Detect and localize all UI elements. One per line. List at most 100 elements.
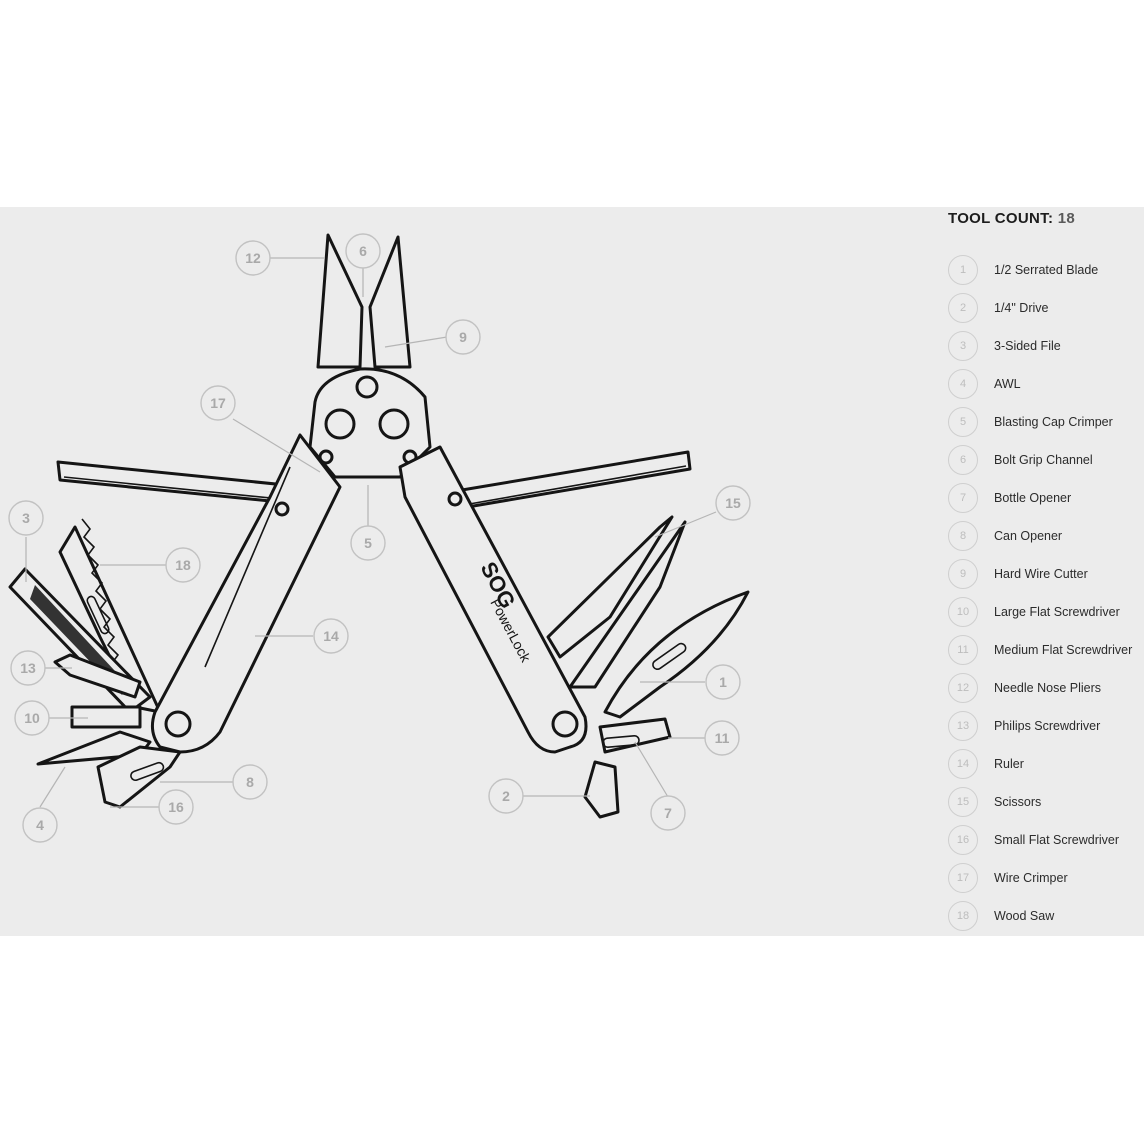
right-handle: SOG PowerLock	[398, 445, 588, 754]
legend-item: 10 Large Flat Screwdriver	[948, 596, 1120, 628]
legend-item: 9 Hard Wire Cutter	[948, 558, 1088, 590]
callout-4: 4	[22, 807, 58, 843]
pliers-head	[308, 233, 432, 479]
callout-15: 15	[715, 485, 751, 521]
legend-item-label: Philips Screwdriver	[994, 719, 1101, 733]
legend-item-number: 11	[948, 635, 978, 665]
legend-item-label: Bottle Opener	[994, 491, 1072, 505]
svg-text:15: 15	[725, 495, 741, 511]
svg-text:18: 18	[175, 557, 191, 573]
legend-item-number: 16	[948, 825, 978, 855]
legend-item-number: 4	[948, 369, 978, 399]
legend-item-number: 6	[948, 445, 978, 475]
svg-text:1: 1	[719, 674, 727, 690]
right-ruler-arm	[448, 450, 692, 511]
callout-5: 5	[350, 525, 386, 561]
callout-8: 8	[232, 764, 268, 800]
right-small-tools	[583, 717, 672, 819]
scissors	[546, 515, 687, 689]
svg-text:7: 7	[664, 805, 672, 821]
tool-legend: TOOL COUNT: 18 1 1/2 Serrated Blade 2 1/4" …	[948, 207, 1144, 936]
legend-item-label: Can Opener	[994, 529, 1063, 543]
legend-item-label: Ruler	[994, 757, 1024, 771]
callout-6: 6	[345, 233, 381, 269]
svg-text:5: 5	[364, 535, 372, 551]
svg-text:4: 4	[36, 817, 44, 833]
legend-item-label: Blasting Cap Crimper	[994, 415, 1113, 429]
tool-count-label: TOOL COUNT:	[948, 210, 1054, 227]
legend-item-label: Large Flat Screwdriver	[994, 605, 1120, 619]
legend-item: 1 1/2 Serrated Blade	[948, 254, 1098, 286]
svg-text:2: 2	[502, 788, 510, 804]
svg-text:10: 10	[24, 710, 40, 726]
callout-13: 13	[10, 650, 46, 686]
callout-7: 7	[650, 795, 686, 831]
legend-item: 12 Needle Nose Pliers	[948, 672, 1101, 704]
svg-text:14: 14	[323, 628, 339, 644]
legend-item: 3 3-Sided File	[948, 330, 1061, 362]
svg-text:13: 13	[20, 660, 36, 676]
legend-item-number: 5	[948, 407, 978, 437]
callout-3: 3	[8, 500, 44, 536]
legend-item-number: 2	[948, 293, 978, 323]
legend-item-label: Scissors	[994, 795, 1042, 809]
legend-item-number: 17	[948, 863, 978, 893]
legend-item: 14 Ruler	[948, 748, 1024, 780]
legend-item-label: Wood Saw	[994, 909, 1055, 923]
legend-item-label: 1/4" Drive	[994, 301, 1049, 315]
legend-item-number: 10	[948, 597, 978, 627]
left-handle	[150, 433, 342, 754]
legend-item: 7 Bottle Opener	[948, 482, 1071, 514]
legend-item-label: Small Flat Screwdriver	[994, 833, 1120, 847]
legend-item: 18 Wood Saw	[948, 900, 1054, 932]
svg-text:9: 9	[459, 329, 467, 345]
legend-item-number: 13	[948, 711, 978, 741]
legend-item: 8 Can Opener	[948, 520, 1062, 552]
legend-item-label: Hard Wire Cutter	[994, 567, 1088, 581]
legend-item-number: 8	[948, 521, 978, 551]
legend-item: 13 Philips Screwdriver	[948, 710, 1100, 742]
legend-item-label: Bolt Grip Channel	[994, 453, 1093, 467]
svg-text:3: 3	[22, 510, 30, 526]
legend-item: 15 Scissors	[948, 786, 1041, 818]
svg-text:12: 12	[245, 250, 261, 266]
legend-item: 6 Bolt Grip Channel	[948, 444, 1093, 476]
tool-count-heading: TOOL COUNT: 18	[948, 210, 1075, 227]
legend-item-number: 12	[948, 673, 978, 703]
legend-item-number: 3	[948, 331, 978, 361]
legend-item-label: 1/2 Serrated Blade	[994, 263, 1099, 277]
svg-text:17: 17	[210, 395, 226, 411]
legend-item: 17 Wire Crimper	[948, 862, 1068, 894]
legend-item: 5 Blasting Cap Crimper	[948, 406, 1113, 438]
callout-12: 12	[235, 240, 271, 276]
legend-item: 2 1/4" Drive	[948, 292, 1048, 324]
legend-item-number: 7	[948, 483, 978, 513]
legend-item: 16 Small Flat Screwdriver	[948, 824, 1119, 856]
callout-17: 17	[200, 385, 236, 421]
legend-item-number: 9	[948, 559, 978, 589]
legend-item-number: 18	[948, 901, 978, 931]
svg-text:8: 8	[246, 774, 254, 790]
legend-item-number: 15	[948, 787, 978, 817]
left-small-tools	[36, 653, 182, 809]
svg-text:16: 16	[168, 799, 184, 815]
serrated-blade	[603, 590, 750, 719]
legend-item-label: Wire Crimper	[994, 871, 1068, 885]
callout-14: 14	[313, 618, 349, 654]
legend-item-number: 1	[948, 255, 978, 285]
multitool-diagram: SOG PowerLock 12 6 9 17	[8, 233, 751, 843]
svg-text:6: 6	[359, 243, 367, 259]
callout-11: 11	[704, 720, 740, 756]
svg-text:11: 11	[715, 730, 730, 746]
legend-item-label: 3-Sided File	[994, 339, 1061, 353]
callout-2: 2	[488, 778, 524, 814]
legend-item-number: 14	[948, 749, 978, 779]
legend-item-label: Needle Nose Pliers	[994, 681, 1101, 695]
tool-count-value: 18	[1057, 210, 1076, 227]
callout-18: 18	[165, 547, 201, 583]
callout-1: 1	[705, 664, 741, 700]
callout-16: 16	[158, 789, 194, 825]
leader-lines	[25, 257, 717, 808]
